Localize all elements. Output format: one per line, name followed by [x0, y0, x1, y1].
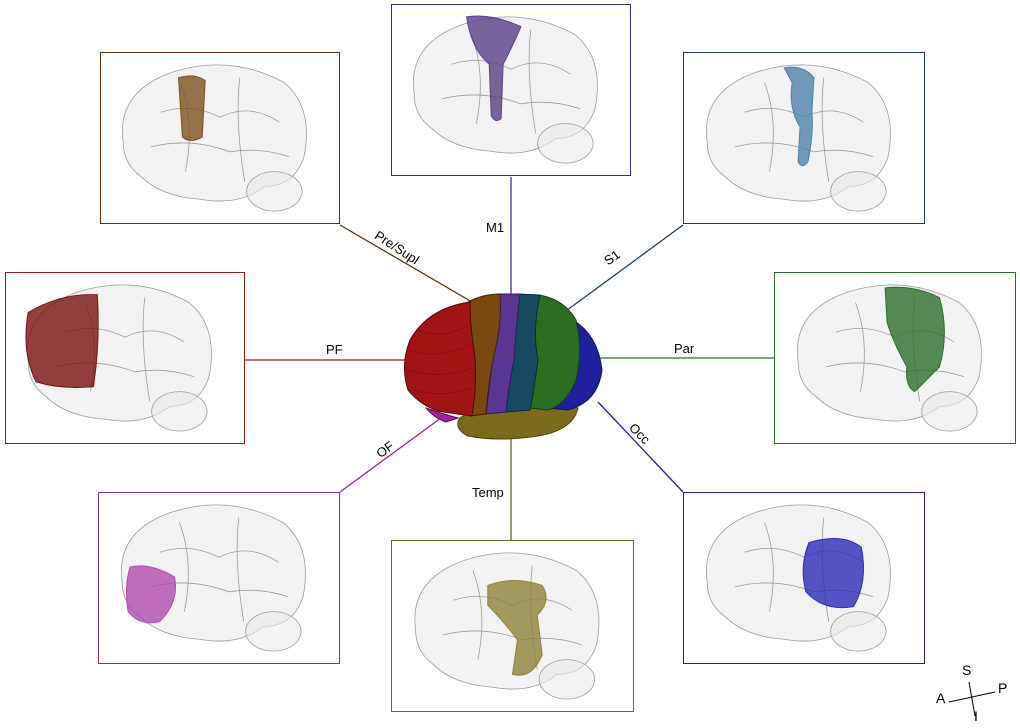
fiber-tract-m1: [465, 15, 522, 122]
panel-m1: [391, 4, 631, 176]
compass-i: I: [974, 708, 978, 724]
compass-s: S: [962, 662, 972, 678]
fiber-tract-par: [884, 286, 945, 393]
panel-occ: [683, 492, 925, 664]
label-par: Par: [674, 341, 695, 356]
brain-render-of: [120, 504, 306, 652]
brain-render-occ: [705, 504, 891, 652]
glass-brain-icon: [121, 64, 307, 212]
brain-render-par: [796, 284, 982, 432]
region-pf: [404, 301, 477, 417]
brain-render-s1: [705, 64, 891, 212]
panel-temp: [391, 540, 634, 712]
panel-par: [774, 272, 1016, 444]
compass-a: A: [936, 690, 946, 706]
brain-render-pf: [25, 284, 212, 432]
brain-render-temp: [414, 552, 600, 700]
label-m1: M1: [486, 220, 505, 235]
panel-pf: [5, 272, 245, 444]
panel-pre-supl: [100, 52, 340, 224]
label-pf: PF: [326, 342, 343, 357]
compass-axes-icon: [948, 681, 996, 717]
label-temp: Temp: [472, 485, 504, 500]
compass-p: P: [998, 680, 1008, 696]
line-occ: [597, 401, 684, 493]
fiber-tract-temp: [487, 580, 547, 676]
brain-render-pre: [121, 64, 307, 212]
fiber-tract-pre: [177, 75, 206, 141]
panel-of: [98, 492, 340, 664]
center-brain-parcellation: [404, 293, 603, 440]
panel-s1: [683, 52, 925, 224]
fiber-tract-s1: [783, 66, 815, 167]
glass-brain-icon: [412, 16, 598, 164]
fiber-tract-pf: [25, 294, 99, 388]
fiber-tract-occ: [802, 537, 864, 609]
brain-render-m1: [412, 15, 598, 164]
line-pre: [339, 224, 473, 303]
glass-brain-icon: [796, 284, 982, 432]
fiber-tract-of: [126, 565, 176, 624]
region-of: [424, 406, 460, 423]
line-of: [339, 414, 446, 493]
